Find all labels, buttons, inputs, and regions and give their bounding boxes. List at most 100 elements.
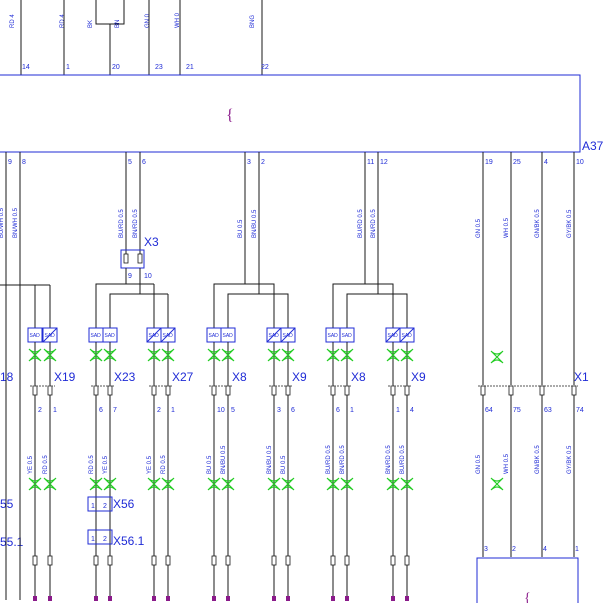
connector-seal-icon xyxy=(267,348,281,362)
connector-seal-icon-mark xyxy=(326,348,340,362)
connector-seal-icon xyxy=(207,348,221,362)
x1-pin: 75 xyxy=(513,407,521,414)
lower-terminal xyxy=(47,555,53,566)
sad-splice-10-label: SAD xyxy=(328,333,339,339)
connector-label: X23 xyxy=(114,370,136,384)
lower-seal-icon-mark xyxy=(386,477,400,491)
module-bottom-pin: 2 xyxy=(261,159,265,166)
sad-splice-13-slash xyxy=(399,327,415,343)
connector-seal-icon-mark xyxy=(103,348,117,362)
module-bottom-pin: 8 xyxy=(22,159,26,166)
lower-seal-icon xyxy=(28,477,42,491)
sad-splice-3-label: SAD xyxy=(105,333,116,339)
wire-end-marker xyxy=(391,596,395,601)
sad-splice-4-slash xyxy=(146,327,162,343)
bottom-module-pin: 2 xyxy=(512,546,516,553)
lower-wire-label: GN 0.5 xyxy=(476,454,482,474)
module-bottom-pin: 10 xyxy=(576,159,584,166)
connector-pin: 2 xyxy=(38,407,42,414)
sad-splice-3: SAD xyxy=(102,327,118,343)
sad-splice-4: SAD xyxy=(146,327,162,343)
connector-seal-icon-mark xyxy=(281,348,295,362)
lower-seal-icon-mark xyxy=(147,477,161,491)
lower-wire-label: GN/BK 0.5 xyxy=(535,445,541,474)
wire-end-marker xyxy=(33,596,37,601)
x56-pin: 1 xyxy=(91,503,95,510)
x1-pin: 64 xyxy=(485,407,493,414)
module-a37-brace: { xyxy=(226,107,234,124)
connector-seal-icon-mark xyxy=(147,348,161,362)
x1-seal-icon-mark xyxy=(490,350,504,364)
module-bottom-pin: 6 xyxy=(142,159,146,166)
module-bottom-pin: 25 xyxy=(513,159,521,166)
top-pin-number: 1 xyxy=(66,64,70,71)
top-pin-number: 23 xyxy=(155,64,163,71)
sad-splice-11: SAD xyxy=(339,327,355,343)
x1-label: X1 xyxy=(574,370,589,384)
lower-wire-label: YE 0.5 xyxy=(103,455,109,474)
connector-terminal xyxy=(47,385,53,396)
connector-pin: 10 xyxy=(217,407,225,414)
upper-wire xyxy=(346,293,408,328)
upper-wire-label: BU/WH 0.5 xyxy=(0,207,5,238)
lower-seal-icon xyxy=(326,477,340,491)
sad-splice-0: SAD xyxy=(27,327,43,343)
connector-label: X19 xyxy=(54,370,76,384)
sad-splice-4-label: SAD xyxy=(149,333,160,339)
upper-wire-label: BN/WH 0.5 xyxy=(13,207,19,238)
lower-seal-icon xyxy=(400,477,414,491)
top-pin-number: 14 xyxy=(22,64,30,71)
lower-terminal xyxy=(93,555,99,566)
connector-terminal xyxy=(404,385,410,396)
sad-splice-13: SAD xyxy=(399,327,415,343)
connector-terminal xyxy=(344,385,350,396)
wire-end-marker xyxy=(166,596,170,601)
lower-seal-icon xyxy=(103,477,117,491)
connector-terminal xyxy=(225,385,231,396)
lower-wire-label: RD 0.5 xyxy=(89,455,95,474)
bottom-module-frame xyxy=(476,557,579,603)
x3-frame xyxy=(120,249,145,269)
upper-wire-label: GN 0.5 xyxy=(476,218,482,238)
lower-seal-icon-mark xyxy=(281,477,295,491)
x56-label: X56 xyxy=(113,497,135,511)
left-connector-label: 18 xyxy=(0,370,14,384)
module-bottom-pin: 4 xyxy=(544,159,548,166)
upper-wire-label: GN/BK 0.5 xyxy=(535,209,541,238)
sad-splice-1-slash xyxy=(42,327,58,343)
lower-seal-icon-mark xyxy=(400,477,414,491)
lower-wire-label: BU 0.5 xyxy=(207,455,213,474)
connector-terminal xyxy=(271,385,277,396)
connector-seal-icon xyxy=(281,348,295,362)
wire-end-marker xyxy=(108,596,112,601)
x56-1-frame xyxy=(87,529,113,545)
connector-label: X8 xyxy=(232,370,247,384)
connector-pin: 3 xyxy=(277,407,281,414)
sad-splice-8-slash xyxy=(266,327,282,343)
lower-wire-label: BN/RD 0.5 xyxy=(340,445,346,474)
lower-terminal xyxy=(285,555,291,566)
connector-terminal xyxy=(107,385,113,396)
wire-end-marker xyxy=(405,596,409,601)
lower-terminal xyxy=(390,555,396,566)
connector-pin: 6 xyxy=(291,407,295,414)
wire-end-marker xyxy=(226,596,230,601)
connector-seal-icon xyxy=(326,348,340,362)
upper-wire-label: GY/BK 0.5 xyxy=(567,209,573,238)
lower-seal-icon xyxy=(221,477,235,491)
lower-seal-icon-mark xyxy=(340,477,354,491)
connector-seal-icon xyxy=(221,348,235,362)
connector-seal-icon-mark xyxy=(340,348,354,362)
module-bottom-pin: 5 xyxy=(128,159,132,166)
lower-seal-icon-mark xyxy=(89,477,103,491)
x1-seal-icon xyxy=(490,477,504,491)
wire-end-marker xyxy=(212,596,216,601)
bottom-module-pin: 1 xyxy=(575,546,579,553)
connector-seal-icon xyxy=(400,348,414,362)
x56-1-pin: 1 xyxy=(91,536,95,543)
top-wire-label: RD 4 xyxy=(10,14,16,28)
lower-terminal xyxy=(151,555,157,566)
connector-seal-icon xyxy=(43,348,57,362)
connector-pin: 5 xyxy=(231,407,235,414)
